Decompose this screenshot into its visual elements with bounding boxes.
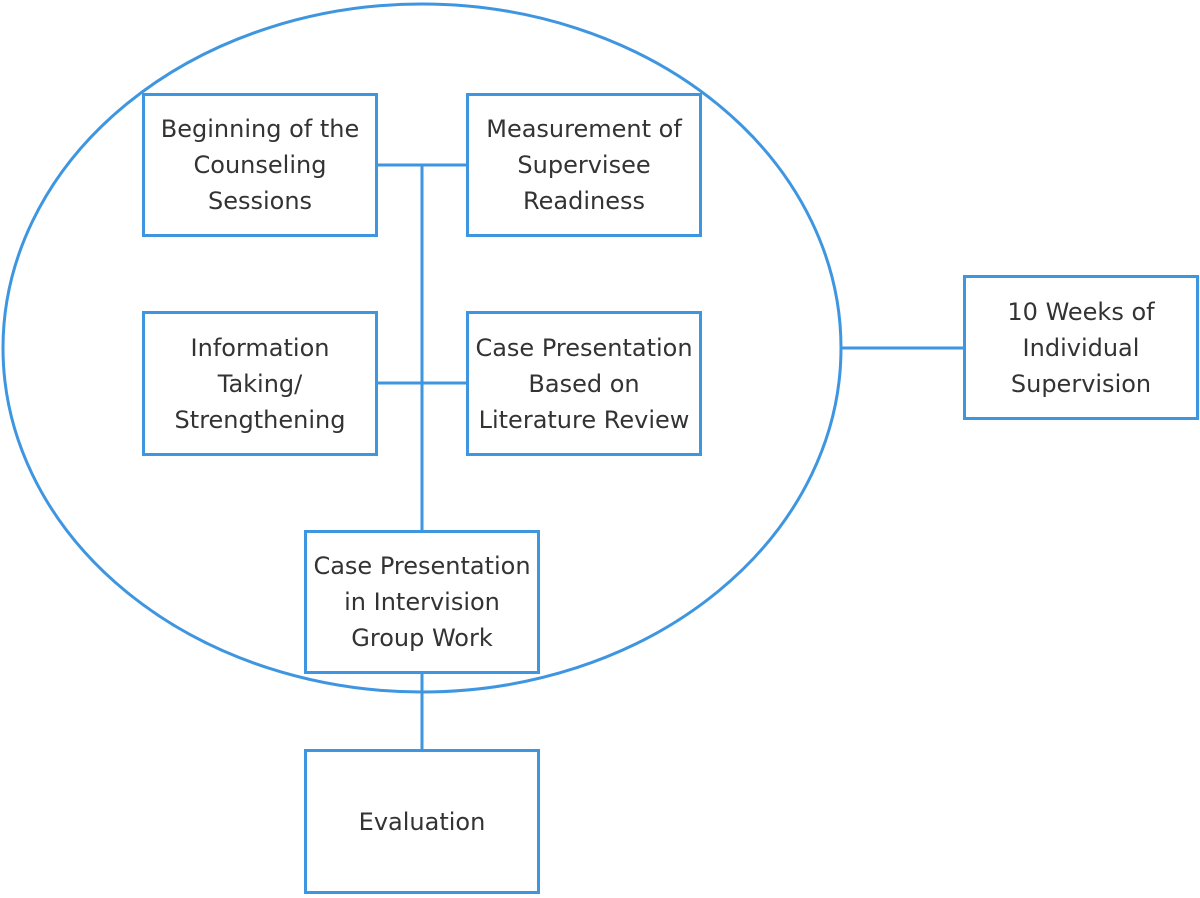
individual-supervision-box: 10 Weeks of Individual Supervision — [963, 275, 1199, 420]
case-presentation-literature-review-box: Case Presentation Based on Literature Re… — [466, 311, 702, 456]
measurement-of-supervisee-readiness-label: Measurement of Supervisee Readiness — [486, 115, 682, 215]
information-taking-strengthening-box: Information Taking/ Strengthening — [142, 311, 378, 456]
evaluation-label: Evaluation — [358, 807, 486, 836]
individual-supervision-label: 10 Weeks of Individual Supervision — [1007, 297, 1155, 398]
case-presentation-intervision-box: Case Presentation in Intervision Group W… — [304, 530, 540, 674]
information-taking-strengthening-label: Information Taking/ Strengthening — [174, 333, 346, 434]
beginning-of-counseling-sessions-box: Beginning of the Counseling Sessions — [142, 93, 378, 237]
beginning-of-counseling-sessions-label: Beginning of the Counseling Sessions — [160, 115, 360, 215]
evaluation-box: Evaluation — [304, 749, 540, 894]
case-presentation-intervision-label: Case Presentation in Intervision Group W… — [313, 552, 531, 652]
case-presentation-literature-review-label: Case Presentation Based on Literature Re… — [475, 333, 693, 434]
measurement-of-supervisee-readiness-box: Measurement of Supervisee Readiness — [466, 93, 702, 237]
